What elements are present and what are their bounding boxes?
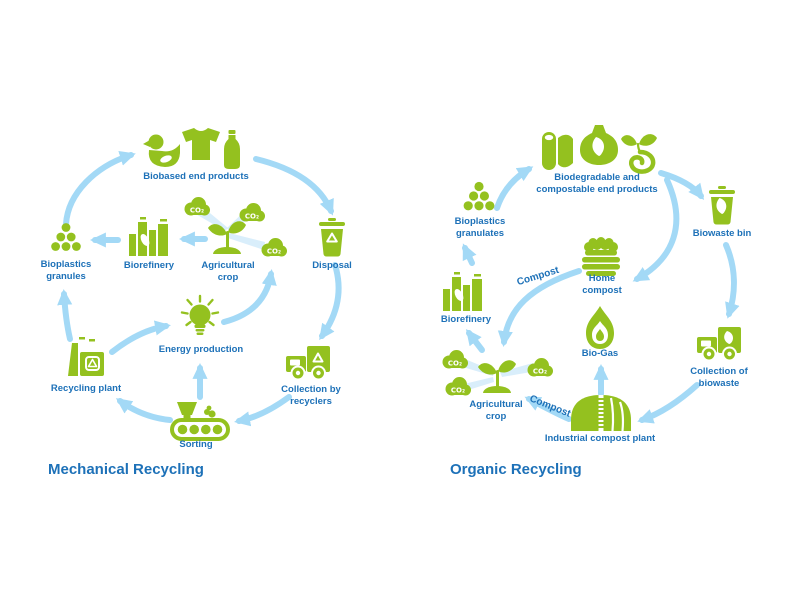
arrow-sorting-to-recycling-plant [115,398,173,423]
sorting-conveyor-icon [170,402,230,441]
biorefinery-icon [443,272,482,311]
label-biogas: Bio-Gas [581,348,619,359]
arrow-end-products-to-biowaste-bin [658,170,705,200]
label-biobased-end-products: Biobased end products [143,171,249,182]
arrow-collection-to-sorting [234,394,292,427]
arrow-energy-to-crop [221,269,277,325]
bottle-icon [224,130,240,169]
co2-text: CO₂ [451,387,465,395]
granulates-icon [463,181,495,211]
lightbulb-icon [180,294,220,335]
co2-cloud-icon: CO₂ [261,238,287,257]
co2-cloud-icon: CO₂ [442,350,468,369]
label-home-compost: Home compost [582,273,622,297]
label-collection-by-recyclers: Collection by recyclers [281,384,341,408]
home-compost-icon [582,237,620,276]
mechanical-recycling-graphic: CO₂ CO₂ CO₂ [51,128,345,441]
recycling-truck-icon [286,346,330,381]
co2-beam [228,233,265,250]
arrow-end-products-to-home-compost [632,177,680,282]
tshirt-icon [182,128,220,160]
label-bioplastics-granules: Bioplastics granules [40,259,92,283]
arrow-recycling-plant-to-energy [109,320,171,355]
arrow-biowaste-bin-to-collection [723,242,740,319]
arrow-biorefinery-to-granulates [462,243,477,266]
co2-beam [464,377,494,391]
compostable-bag-icon [580,125,618,165]
label-agricultural-crop: Agricultural crop [201,260,255,284]
label-collection-of-biowaste: Collection of biowaste [690,366,748,390]
crop-icon [208,221,246,254]
biowaste-truck-icon [697,327,741,362]
arrow-disposal-to-collection [319,262,342,341]
arrow-crop-to-biorefinery [465,328,485,353]
seedling-peel-icon [621,134,657,174]
co2-text: CO₂ [245,213,259,221]
organic-recycling-title: Organic Recycling [450,461,582,478]
label-agricultural-crop-organic: Agricultural crop [469,399,523,423]
co2-cloud-icon: CO₂ [527,358,553,377]
label-bioplastics-granulates: Bioplastics granulates [454,216,506,240]
co2-text: CO₂ [533,368,547,376]
arrow-granulates-to-end-products [494,166,534,211]
arrow-home-compost-to-crop [497,268,582,348]
arrow-compost-plant-to-crop [524,396,572,422]
label-biorefinery: Biorefinery [123,260,175,271]
label-biodegradable-end-products: Biodegradable and compostable end produc… [536,172,658,196]
co2-beam [500,363,537,377]
co2-cloud-icon: CO₂ [239,203,265,222]
co2-text: CO₂ [448,360,462,368]
industrial-compost-plant-icon [571,395,631,432]
film-roll-icon [542,132,573,170]
arrow-end-products-to-disposal [253,156,334,216]
mechanical-recycling-title: Mechanical Recycling [48,461,204,478]
label-energy-production: Energy production [158,344,244,355]
crop-icon [478,360,516,393]
arrow-granules-to-end-products [63,151,136,227]
biowaste-bin-icon [709,186,735,225]
disposal-bin-icon [319,218,345,257]
label-disposal: Disposal [312,260,352,271]
duck-icon [143,134,180,167]
organic-recycling-graphic: CO₂ CO₂ CO₂ [442,125,741,432]
co2-cloud-icon: CO₂ [184,197,210,216]
co2-text: CO₂ [190,207,204,215]
biorefinery-icon [129,217,168,256]
recycling-plant-icon [68,337,104,376]
granules-icon [51,223,81,251]
label-sorting: Sorting [179,439,213,450]
arrow-recycling-plant-to-granules [57,288,73,342]
co2-cloud-icon: CO₂ [445,377,471,396]
co2-text: CO₂ [267,248,281,256]
label-biorefinery-organic: Biorefinery [440,314,492,325]
label-recycling-plant: Recycling plant [50,383,122,394]
arrow-collection-to-compost-plant [637,382,700,424]
label-biowaste-bin: Biowaste bin [692,228,752,239]
biogas-flame-icon [586,306,614,349]
label-industrial-compost-plant: Industrial compost plant [544,433,656,444]
